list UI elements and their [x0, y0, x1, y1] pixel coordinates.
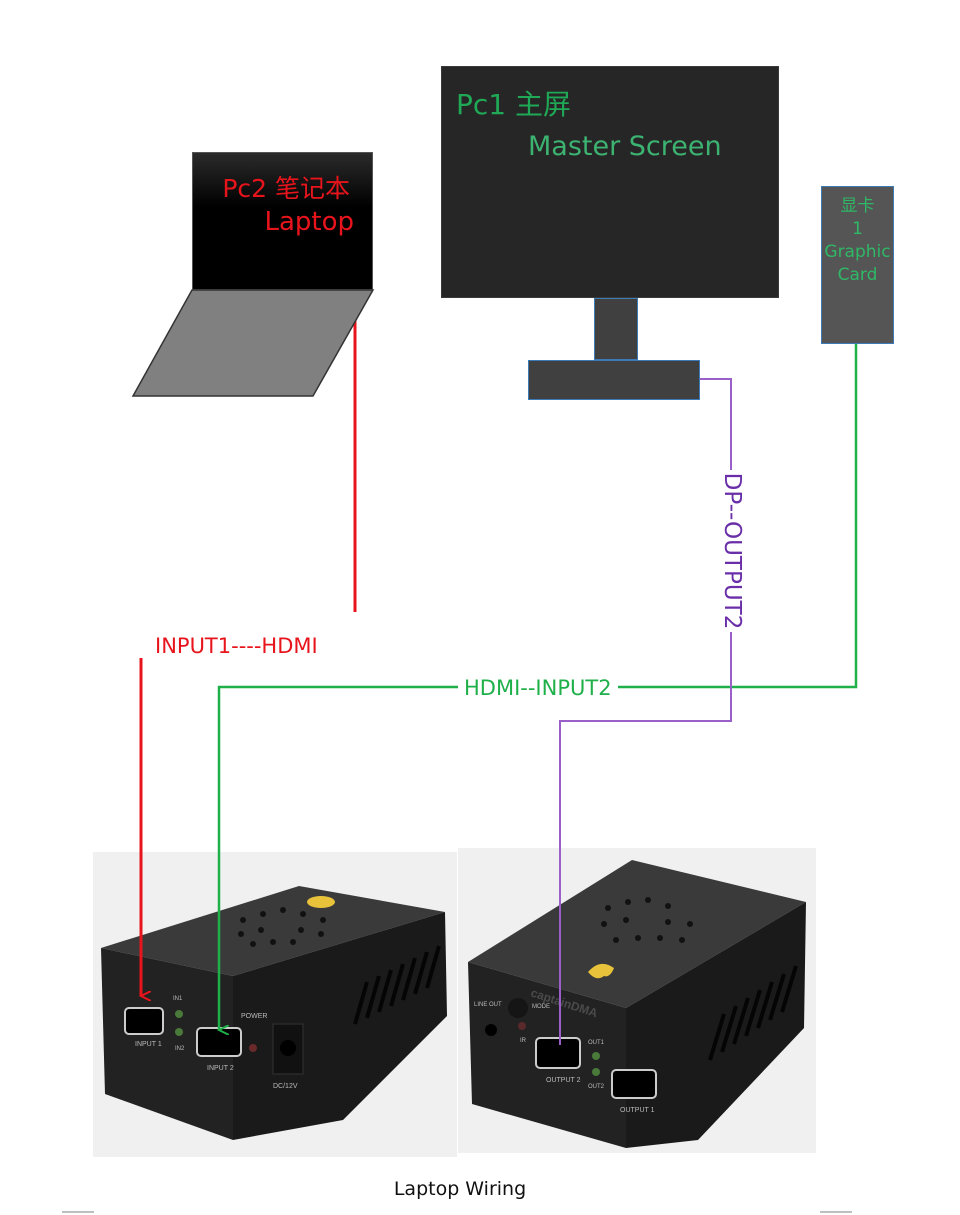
dp-port-output2 [535, 1037, 581, 1069]
port-label-output1: OUTPUT 1 [620, 1107, 655, 1114]
hdmi-port-output1 [611, 1069, 657, 1099]
brand-logo-icon [588, 963, 614, 979]
monitor-stand-neck [594, 298, 638, 360]
control-label-mode: MODE [532, 1004, 550, 1010]
laptop-label: Pc2 笔记本 [222, 174, 350, 203]
graphic-card: 显卡 1 Graphic Card [821, 186, 894, 344]
port-label-line-out: LINE OUT [474, 1002, 502, 1008]
led-label-in1: IN1 [173, 996, 183, 1002]
fan-vent-holes [238, 907, 326, 947]
led-in2 [175, 1028, 183, 1036]
monitor-screen: Pc1 主屏 Master Screen [441, 66, 779, 298]
purple-cable [559, 378, 732, 1045]
monitor-sublabel: Master Screen [528, 131, 722, 162]
cable-label-input1: INPUT1----HDMI [155, 634, 318, 658]
led-label-in2: IN2 [175, 1046, 185, 1052]
led-label-out2: OUT2 [588, 1084, 605, 1090]
page-corner-mark-left [62, 1211, 94, 1213]
monitor-stand-base [528, 360, 700, 400]
control-label-ir: IR [520, 1038, 527, 1044]
graphic-card-label-2: Card [837, 265, 878, 285]
graphic-card-label-1: Graphic [824, 242, 891, 262]
graphic-card-number: 1 [852, 219, 863, 239]
line-out-jack [485, 1024, 497, 1036]
side-vents [708, 965, 798, 1061]
port-label-dc: DC/12V [273, 1083, 298, 1090]
input-unit-photo: INPUT 1 INPUT 2 DC/12V IN1 IN2 POWER [93, 852, 457, 1157]
port-label-input2: INPUT 2 [207, 1065, 234, 1072]
cable-label-dp-text: DP--OUTPUT2 [719, 472, 745, 630]
port-label-input1: INPUT 1 [135, 1041, 162, 1048]
led-power [249, 1044, 257, 1052]
figure-caption: Laptop Wiring [393, 1178, 527, 1200]
hdmi-port-input2 [196, 1027, 242, 1057]
laptop-screen: Pc2 笔记本 Laptop [192, 152, 373, 290]
ir-sensor [518, 1022, 526, 1030]
page-corner-mark-right [820, 1211, 852, 1213]
port-label-output2: OUTPUT 2 [546, 1077, 581, 1084]
monitor-label: Pc1 主屏 [456, 88, 571, 121]
brand-logo-icon [307, 896, 335, 908]
led-out2 [592, 1068, 600, 1076]
cable-label-dp: DP--OUTPUT2 [714, 470, 750, 632]
led-in1 [175, 1010, 183, 1018]
graphic-card-label-cn: 显卡 [840, 196, 875, 216]
output-unit-device: captainDMA LINE OUT OUTPUT 2 OUTPUT 1 MO… [468, 860, 806, 1148]
led-label-out1: OUT1 [588, 1040, 605, 1046]
cable-label-input2: HDMI--INPUT2 [458, 676, 618, 700]
led-out1 [592, 1052, 600, 1060]
fan-vent-holes [601, 897, 693, 943]
mode-button [508, 998, 528, 1018]
hdmi-port-input1 [124, 1007, 164, 1035]
laptop-sublabel: Laptop [264, 207, 354, 237]
side-vents [353, 945, 441, 1025]
led-label-power: POWER [241, 1013, 267, 1020]
output-unit-photo: captainDMA LINE OUT OUTPUT 2 OUTPUT 1 MO… [458, 848, 816, 1153]
input-unit-device: INPUT 1 INPUT 2 DC/12V IN1 IN2 POWER [101, 886, 447, 1140]
